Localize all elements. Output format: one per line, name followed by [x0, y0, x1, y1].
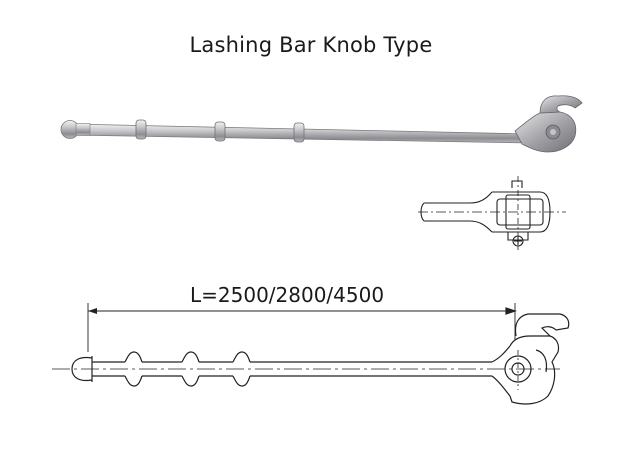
- bar-collar-3: [293, 122, 305, 143]
- drawing-collar-1: [124, 351, 143, 387]
- drawing-collar-3: [232, 351, 251, 387]
- drawing-eye: [504, 355, 532, 383]
- drawing-end-knob: [71, 356, 93, 382]
- bar-head: [514, 111, 577, 153]
- drawing-collar-2: [181, 351, 200, 387]
- bar-collar-1: [135, 119, 147, 140]
- length-dimension-label: L=2500/2800/4500: [190, 283, 385, 307]
- bar-knob-hook: [539, 95, 583, 114]
- bar-collar-2: [214, 121, 226, 142]
- diagram-title: Lashing Bar Knob Type: [189, 33, 433, 57]
- drawing-head: [509, 335, 560, 405]
- drawing-knob-hook: [514, 313, 570, 337]
